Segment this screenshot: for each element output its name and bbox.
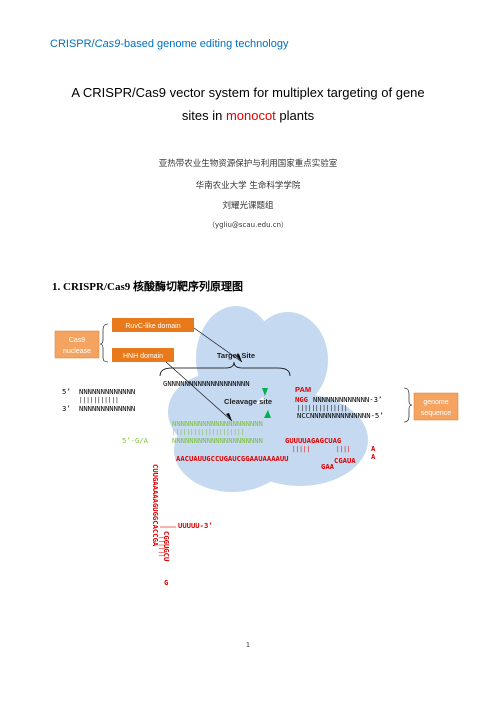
cas9-nuclease-box: Cas9 nuclease — [54, 330, 100, 359]
affiliation-university: 华南农业大学 生命科学学院 — [195, 181, 301, 191]
title-line-2: sites in monocot plants — [0, 108, 496, 123]
ruvc-label: RuvC-like domain — [125, 323, 180, 330]
arrow-1 — [236, 354, 242, 362]
cleavage-marker-bottom — [264, 410, 271, 418]
running-header: CRISPR/Cas9-based genome editing technol… — [50, 38, 289, 50]
contact-email: （ygliu@scau.edu.cn） — [207, 221, 289, 229]
arrow-0 — [193, 327, 243, 363]
bottom-3prime: 3’ — [62, 404, 71, 413]
genome-label: genome — [423, 399, 448, 406]
gaa: GAA — [321, 462, 335, 471]
loop-a1: A — [371, 444, 376, 453]
target-strand: GNNNNNNNNNNNNNNNNNNN — [163, 379, 250, 388]
title-line-2-suffix: plants — [275, 108, 315, 123]
right-ticks: |||||||||||||| — [297, 405, 348, 412]
sgrna-spacer: NNNNNNNNNNNNNNNNNNNNN — [172, 436, 263, 445]
loop-a2: A — [371, 452, 376, 461]
affiliation-group: 刘耀光课题组 — [222, 201, 274, 211]
bottom-left-seq: NNNNNNNNNNNNN — [79, 404, 135, 413]
sequence-label: sequence — [421, 410, 451, 417]
green-strand: NNNNNNNNNNNNNNNNNNNNN — [172, 419, 263, 428]
affiliation-lab: 亚热带农业生物资源保护与利用国家重点实验室 — [158, 159, 338, 169]
section-heading: 1. CRISPR/Cas9 核酸酶切靶序列原理图 — [52, 281, 243, 293]
title-line-2-prefix: sites in — [181, 108, 226, 123]
sgrna-repeat: GUUUUAGAGCUAG — [285, 436, 341, 445]
top-5prime: 5’ — [62, 387, 71, 396]
right-bottom-seq: NCCNNNNNNNNNNNNNN-5’ — [297, 411, 384, 420]
vertical-g: G — [164, 578, 168, 587]
page-number: 1 — [246, 642, 250, 649]
brace-left — [99, 323, 109, 363]
header-prefix: CRISPR/ — [50, 38, 95, 50]
hnh-label: HNH domain — [123, 353, 163, 360]
genome-sequence-box: genome sequence — [413, 392, 459, 421]
arrow-2 — [165, 361, 233, 422]
arrow-3 — [226, 413, 232, 421]
vertical-ticks: |||||| — [158, 536, 165, 558]
hnh-box: HNH domain — [112, 348, 174, 362]
cgaua: CGAUA — [334, 456, 356, 465]
header-suffix: -based genome editing technology — [120, 38, 289, 50]
sgrna-5prime: 5’-G/A — [122, 436, 149, 445]
title-line-1: A CRISPR/Cas9 vector system for multiple… — [71, 85, 425, 100]
vertical-right-seq: CGGUGCU — [162, 531, 171, 561]
brace-right — [403, 387, 413, 423]
cleavage-marker-top — [262, 388, 268, 396]
vertical-left-seq: CUUGAAAAAGUGGCACCGA — [151, 464, 160, 547]
green-ticks: |||||||||||||||||||| — [172, 429, 244, 436]
loop-ticks-1: ||||| — [292, 446, 310, 453]
top-left-seq: NNNNNNNNNNNNN — [79, 387, 135, 396]
header-italic: Cas9 — [94, 38, 121, 50]
cleavage-site-label: Cleavage site — [224, 397, 272, 406]
cas9-label: Cas9 — [69, 337, 85, 344]
title-monocot: monocot — [225, 108, 276, 123]
ruvc-box: RuvC-like domain — [112, 318, 194, 332]
terminator: UUUUU-3’ — [178, 521, 213, 530]
nuclease-label: nuclease — [63, 348, 91, 355]
pam-label: PAM — [295, 385, 311, 394]
pam-ngg: NGG — [295, 395, 308, 404]
loop-ticks-2: |||| — [336, 446, 350, 453]
top-ticks: ||||||||||| — [79, 397, 119, 404]
anti-repeat: AACUAUUGCCUGAUCGGAAUAAAAUU — [176, 454, 289, 463]
right-top-seq: NNNNNNNNNNNNN-3’ — [313, 395, 382, 404]
target-site-label: Target Site — [217, 351, 255, 360]
target-brace — [159, 361, 291, 377]
